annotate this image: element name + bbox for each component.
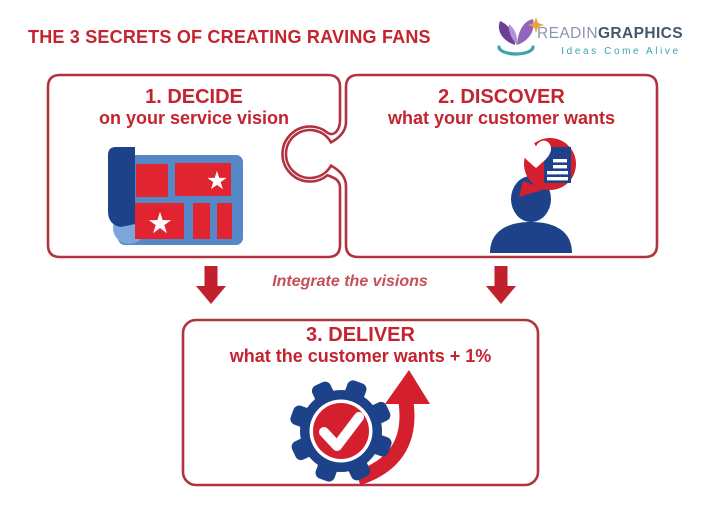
down-arrow-left xyxy=(196,266,226,304)
step-2-subtitle: what your customer wants xyxy=(387,108,616,128)
step-2-title: 2. DISCOVER xyxy=(438,86,565,108)
step-3-subtitle: what the customer wants + 1% xyxy=(229,346,492,366)
puzzle-piece-2-outline xyxy=(284,73,659,259)
logo-brand-bold: GRAPHICS xyxy=(597,25,683,42)
logo-text: READINGRAPHICS Ideas Come Alive xyxy=(537,25,705,57)
connector-label: Integrate the visions xyxy=(272,273,428,290)
person-shoulders xyxy=(490,222,572,253)
gear-icon xyxy=(290,380,392,482)
step-1-subtitle: on your service vision xyxy=(98,108,290,128)
logo-brand: READINGRAPHICS xyxy=(537,25,705,43)
blueprint-icon: ★ ★ xyxy=(108,147,243,245)
gear-checkmark-arrow-icon xyxy=(290,370,430,486)
speech-bubble-tail xyxy=(519,181,545,197)
step-2-text: 2. DISCOVER what your customer wants xyxy=(346,86,657,129)
sparkle-star-icon xyxy=(528,17,544,33)
step-1-text: 1. DECIDE on your service vision xyxy=(48,86,340,129)
step-3-text: 3. DELIVER what the customer wants + 1% xyxy=(183,324,538,367)
step-1-title: 1. DECIDE xyxy=(145,86,243,108)
step-3-title: 3. DELIVER xyxy=(306,324,415,346)
logo-tagline: Ideas Come Alive xyxy=(561,46,681,57)
logo-brand-light: READIN xyxy=(537,25,598,42)
star-icon: ★ xyxy=(206,166,228,195)
logo-icon xyxy=(497,17,544,56)
checkmark-icon xyxy=(319,412,364,451)
customer-speech-icon xyxy=(490,138,576,253)
star-icon: ★ xyxy=(147,206,173,240)
heart-icon xyxy=(521,140,551,168)
down-arrow-right xyxy=(486,266,516,304)
growth-arrow-head xyxy=(385,370,430,404)
page-title: THE 3 SECRETS OF CREATING RAVING FANS xyxy=(28,27,431,47)
